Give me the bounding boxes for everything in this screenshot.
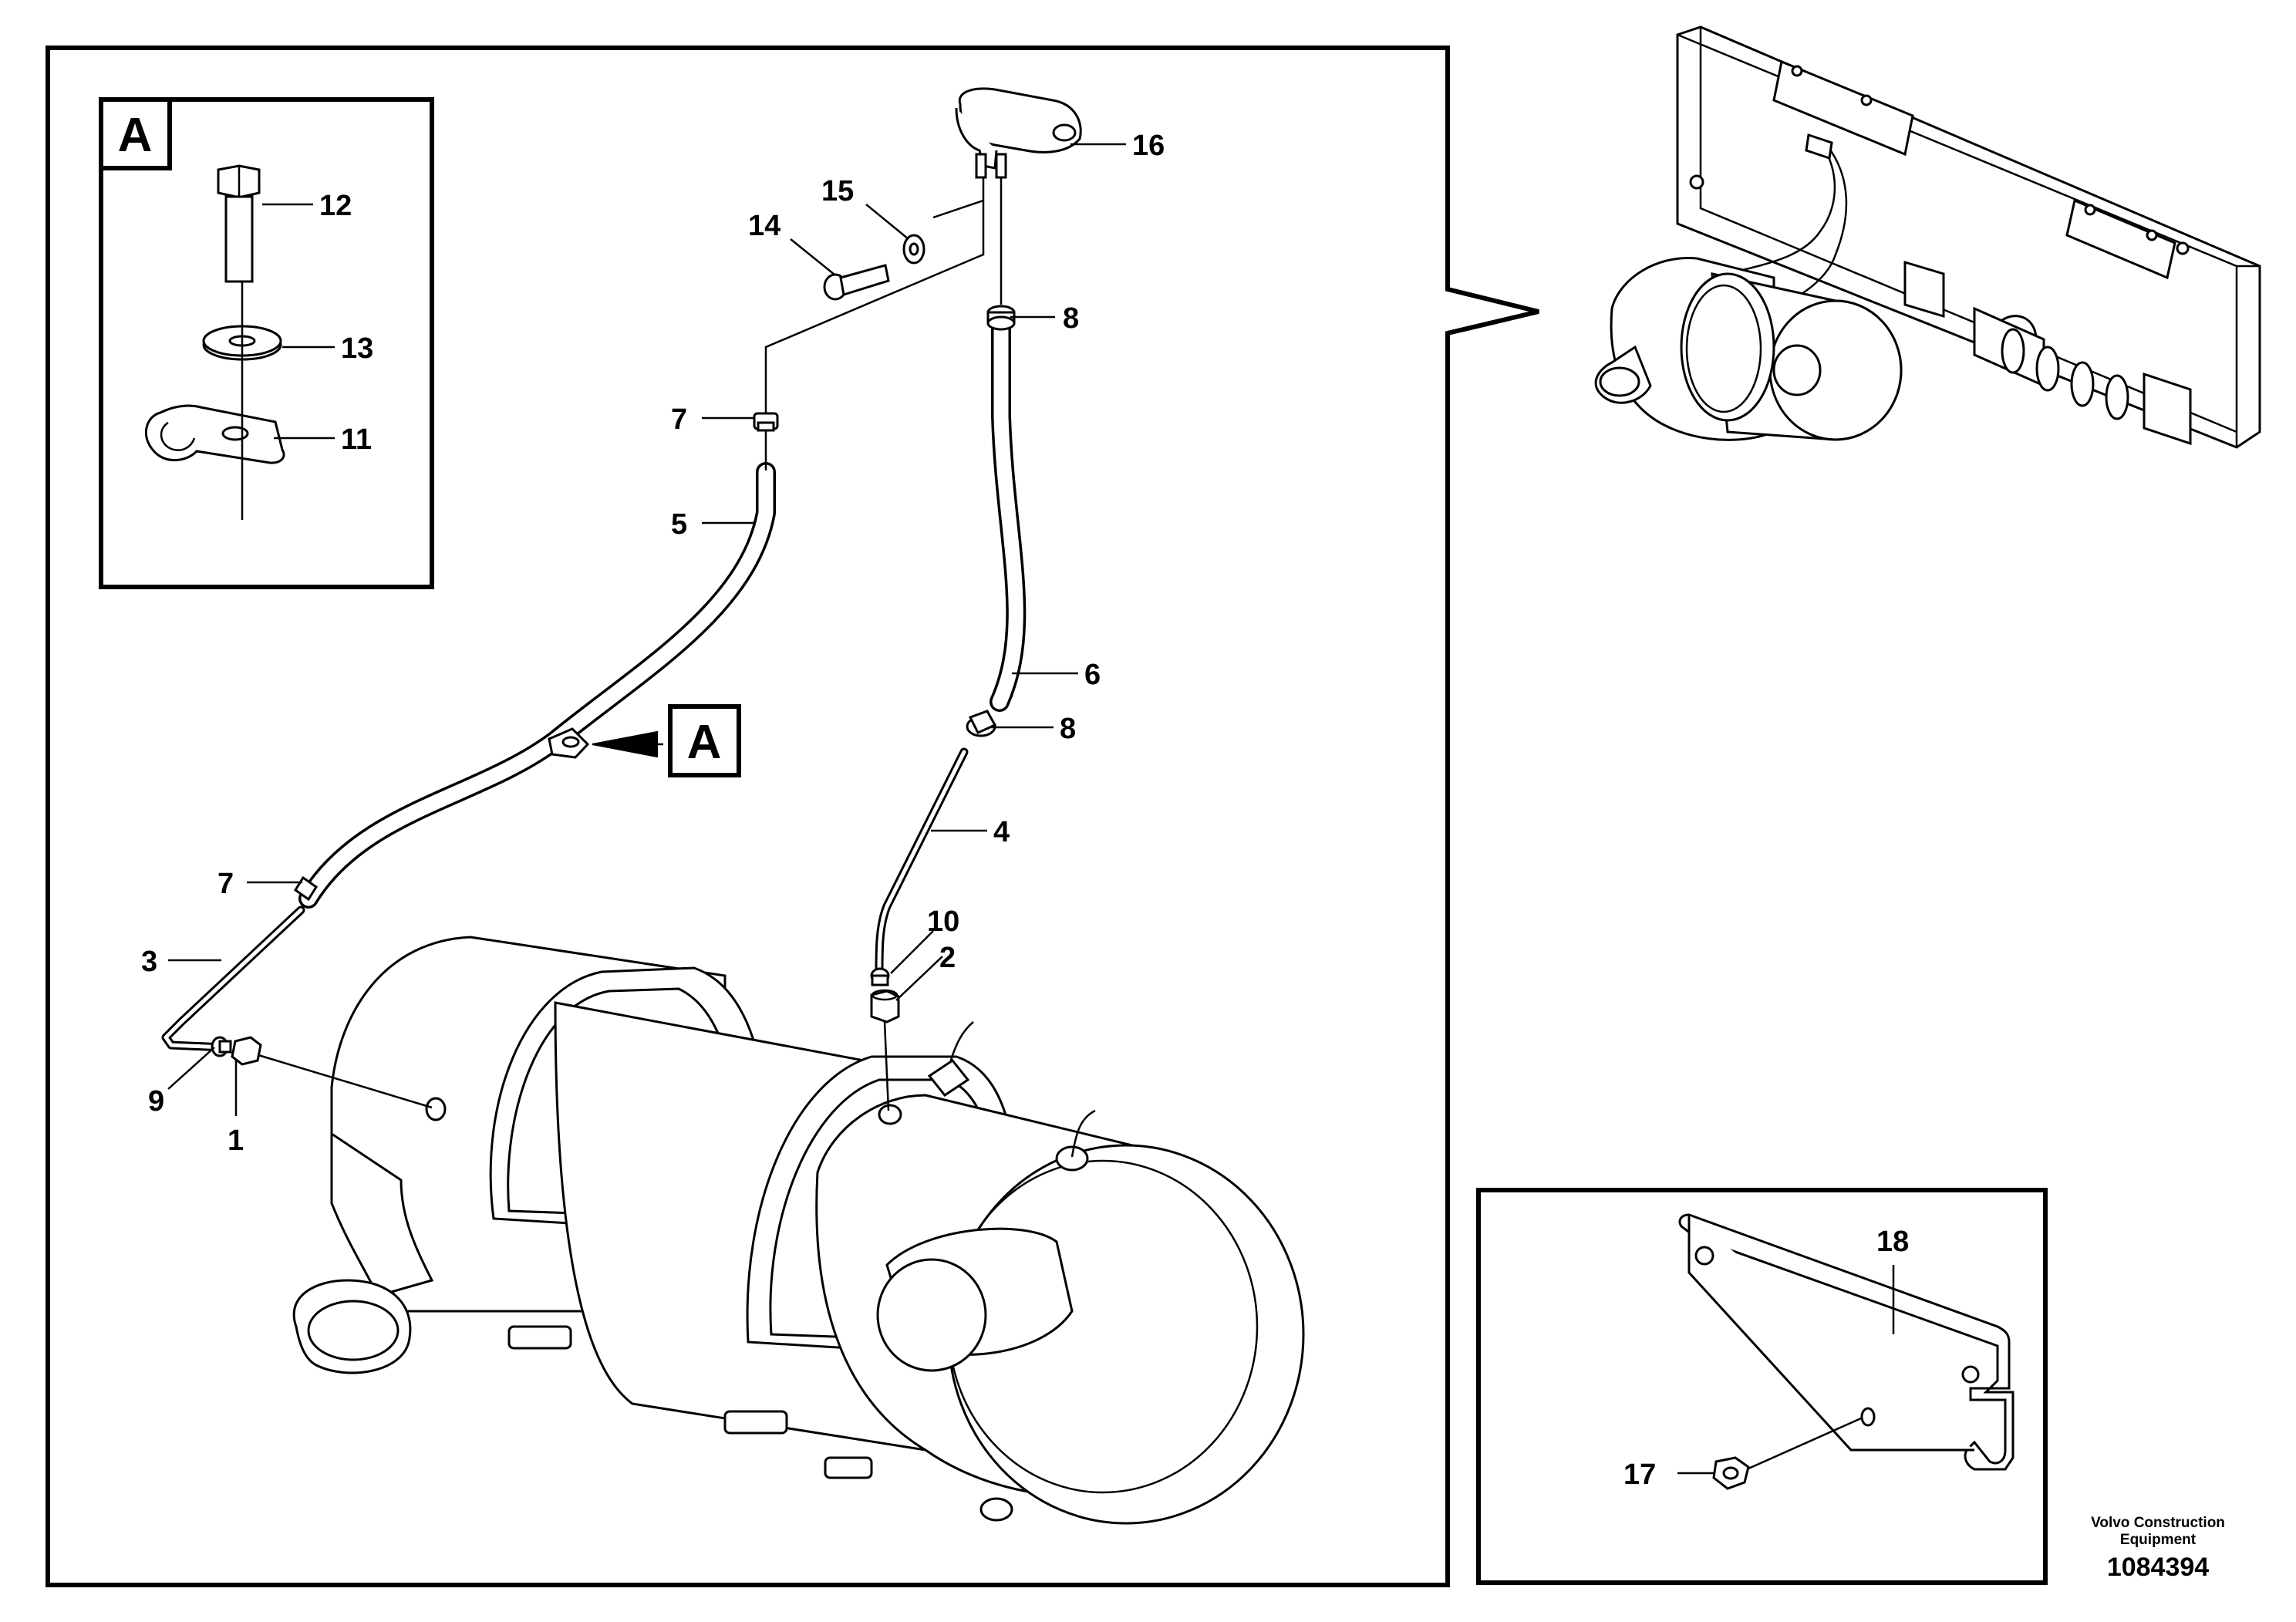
- detail-a-label: A: [118, 109, 153, 162]
- nipple-9: [211, 1036, 232, 1057]
- sensor-16: [955, 87, 1082, 179]
- callout-6: 6: [1084, 659, 1101, 691]
- callout-8-lower: 8: [1060, 713, 1076, 745]
- detail-a-frame: A: [99, 97, 434, 589]
- connection-line-15: [932, 199, 984, 219]
- detail-a-reference-label: A: [687, 716, 722, 769]
- air-filter-housing: [292, 936, 1305, 1525]
- callout-4: 4: [993, 816, 1010, 848]
- callout-13: 13: [341, 332, 373, 365]
- footer-credit: Volvo Construction Equipment 1084394: [2091, 1515, 2225, 1582]
- callout-14: 14: [748, 210, 781, 242]
- callout-9: 9: [148, 1085, 164, 1118]
- clamp-part-11: [144, 404, 285, 464]
- connection-line-5: [764, 150, 985, 470]
- callout-8-upper: 8: [1063, 302, 1079, 335]
- document-number: 1084394: [2107, 1553, 2209, 1582]
- callout-2: 2: [939, 942, 956, 974]
- callout-16: 16: [1132, 130, 1165, 162]
- callout-7-upper: 7: [671, 403, 687, 436]
- leader-lines: [167, 143, 1895, 1475]
- nut-part-17: [1712, 1456, 1750, 1490]
- brand-line-2: Equipment: [2120, 1532, 2197, 1548]
- hose-6: [990, 320, 1027, 712]
- callout-15: 15: [821, 175, 854, 207]
- nut-2: [870, 989, 900, 1023]
- callout-17: 17: [1623, 1458, 1656, 1491]
- callout-10: 10: [927, 905, 959, 938]
- detail-a-reference-box: A: [668, 704, 741, 777]
- bolt-part-12: [217, 164, 261, 283]
- hose-clamp-8-lower: [966, 710, 997, 737]
- bracket-part-18: [1678, 1213, 2014, 1471]
- callout-12: 12: [319, 190, 352, 222]
- clamp-a-on-hose: [548, 727, 590, 759]
- pipe-4: [875, 747, 969, 976]
- hose-5: [298, 462, 776, 909]
- connection-line-2: [883, 1021, 890, 1111]
- callout-7-lower: 7: [217, 868, 234, 900]
- bracket-view-frame: [1476, 1188, 2048, 1585]
- screw-14: [823, 264, 890, 301]
- bracket-axis-line: [1746, 1416, 1863, 1471]
- callout-3: 3: [141, 946, 157, 978]
- main-view-frame: [46, 46, 1539, 1587]
- callout-11: 11: [341, 423, 372, 456]
- brand-line-1: Volvo Construction: [2091, 1515, 2225, 1531]
- callout-1: 1: [228, 1125, 244, 1157]
- washer-15: [902, 234, 925, 265]
- hose-clamp-7-upper: [753, 412, 779, 432]
- hose-clamp-8-upper: [986, 305, 1016, 331]
- callout-numbers: 12 13 11 14 15 16 8 7 5 6 8 4 10 2 7 3 9…: [141, 130, 1909, 1491]
- nut-1: [231, 1036, 262, 1066]
- callout-5: 5: [671, 508, 687, 541]
- connection-line-1: [258, 1054, 433, 1109]
- callout-18: 18: [1876, 1226, 1909, 1258]
- overview-machine-frame: [1594, 25, 2261, 449]
- pipe-3: [161, 905, 305, 1052]
- nipple-10: [870, 967, 890, 986]
